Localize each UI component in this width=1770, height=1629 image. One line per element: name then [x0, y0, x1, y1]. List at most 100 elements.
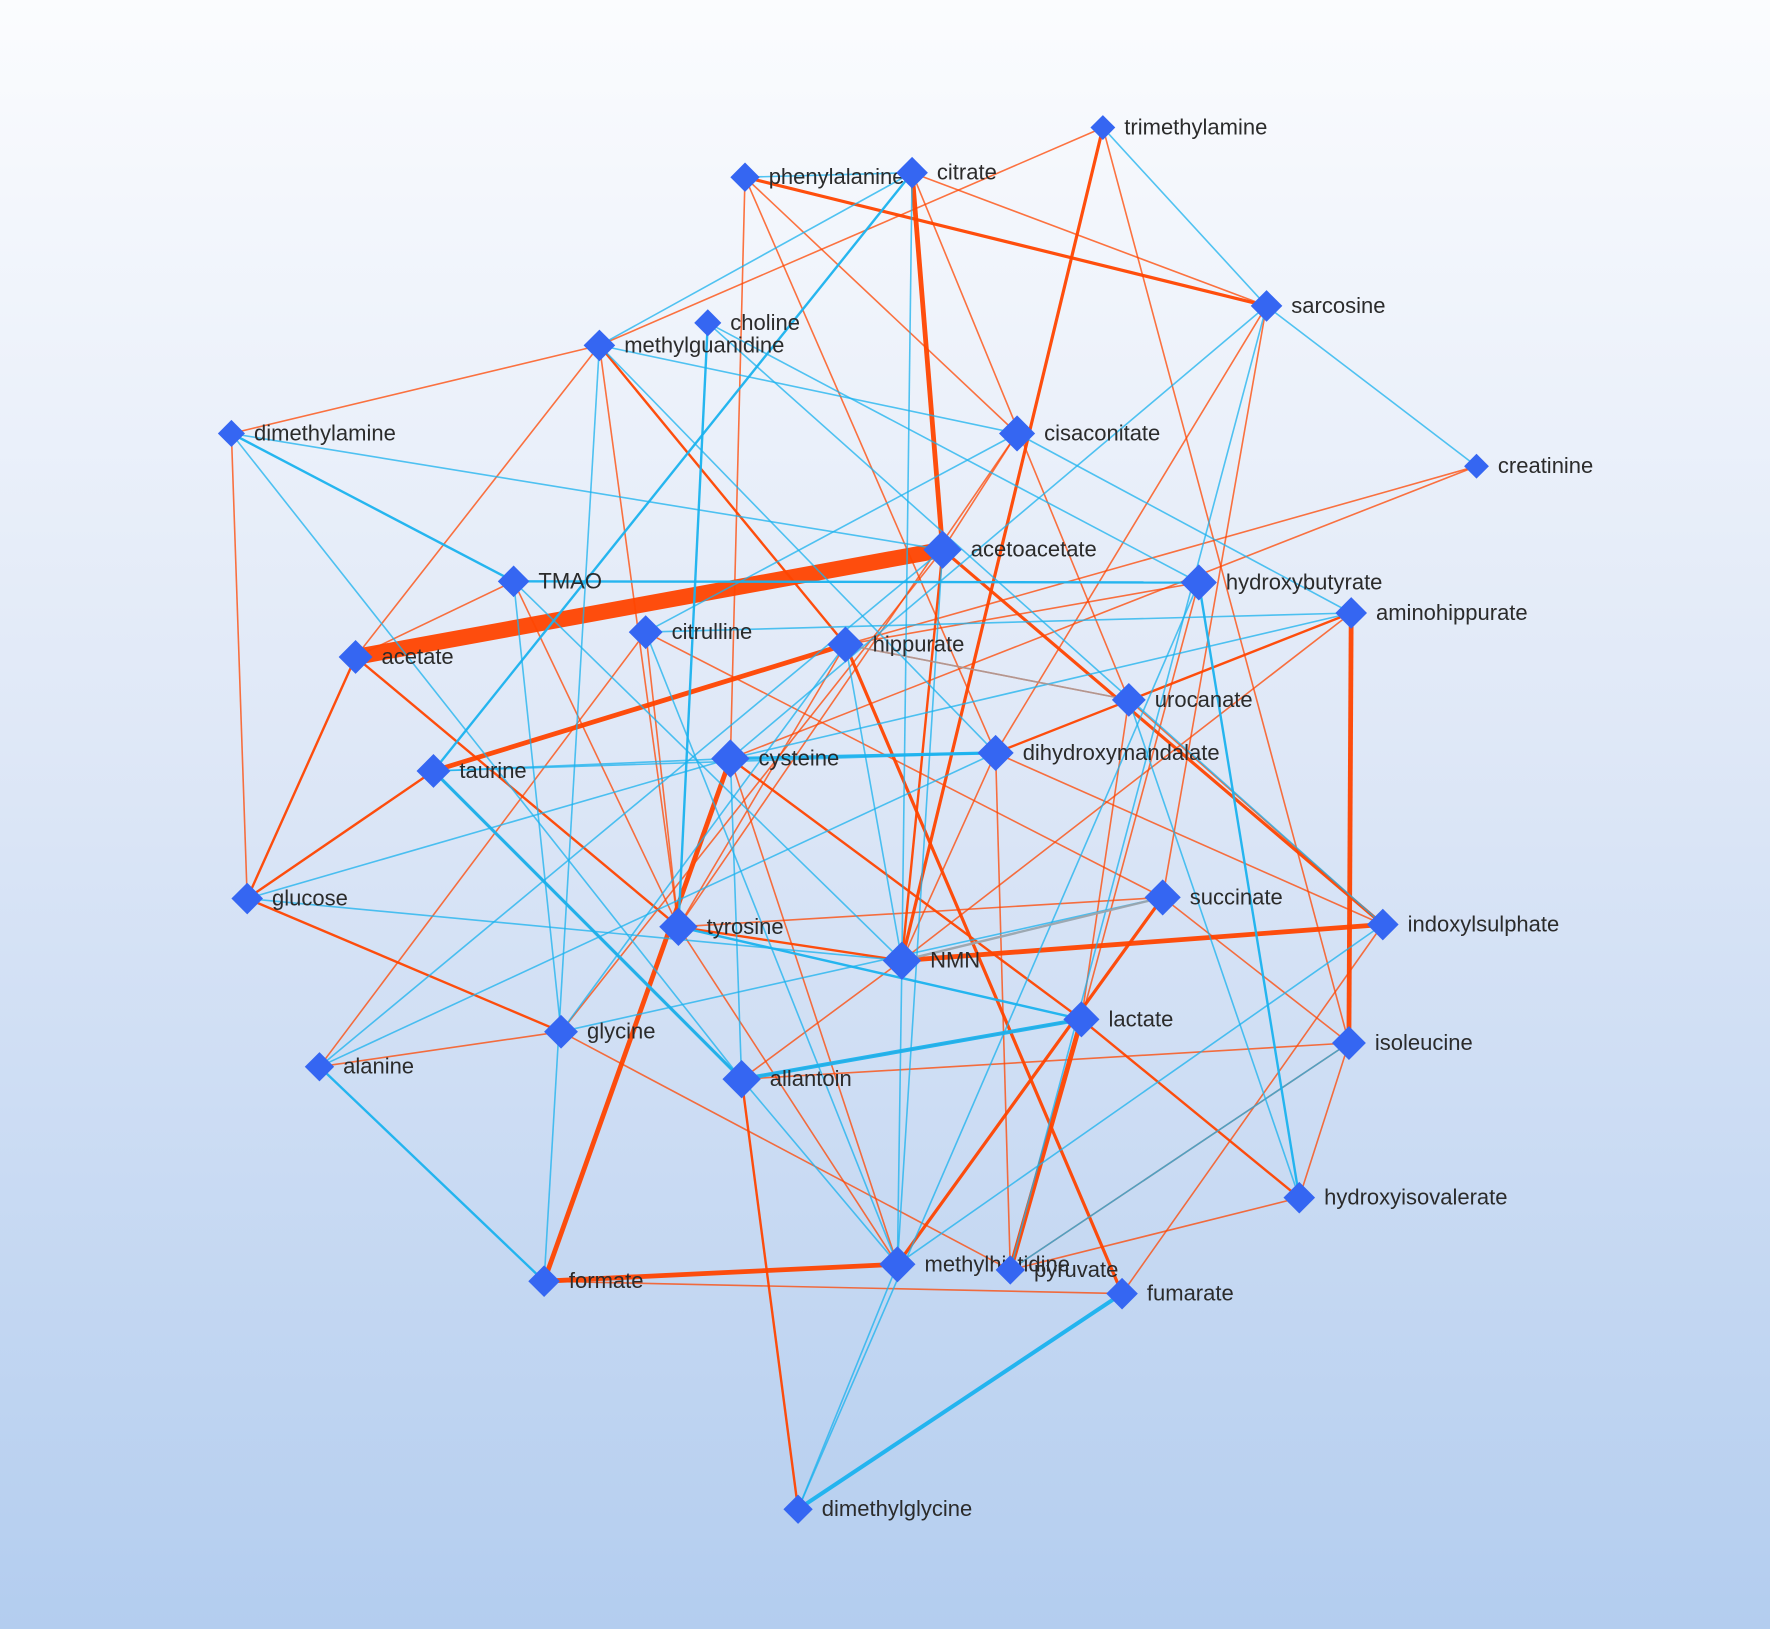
node-diamond-allantoin[interactable]: [722, 1059, 761, 1099]
node-trimethylamine[interactable]: trimethylamine: [1090, 115, 1267, 140]
node-tyrosine[interactable]: tyrosine: [659, 907, 784, 946]
node-dimethylamine[interactable]: dimethylamine: [217, 419, 396, 448]
node-diamond-phenylalanine[interactable]: [730, 162, 760, 192]
node-diamond-hydroxyisovalerate[interactable]: [1283, 1181, 1316, 1214]
node-diamond-creatinine[interactable]: [1464, 453, 1489, 479]
node-cysteine[interactable]: cysteine: [711, 739, 839, 778]
node-succinate[interactable]: succinate: [1144, 879, 1283, 916]
node-choline[interactable]: choline: [694, 309, 800, 337]
node-glycine[interactable]: glycine: [544, 1014, 655, 1049]
edge-taurine-hippurate: [432, 642, 847, 774]
node-diamond-citrulline[interactable]: [628, 615, 663, 650]
node-hydroxybutyrate[interactable]: hydroxybutyrate: [1180, 564, 1383, 601]
edge-methylguanidine-acetate: [354, 344, 601, 658]
node-diamond-dihydroxymandalate[interactable]: [977, 734, 1014, 771]
node-diamond-succinate[interactable]: [1144, 879, 1181, 916]
node-acetoacetate[interactable]: acetoacetate: [923, 530, 1097, 569]
node-methylguanidine[interactable]: methylguanidine: [583, 329, 785, 362]
node-creatinine[interactable]: creatinine: [1464, 453, 1593, 479]
node-diamond-urocanate[interactable]: [1111, 682, 1146, 717]
node-diamond-acetate[interactable]: [338, 640, 373, 674]
node-acetate[interactable]: acetate: [338, 640, 454, 674]
edge-acetoacetate-indoxylsulphate: [941, 548, 1384, 926]
node-diamond-trimethylamine[interactable]: [1090, 115, 1116, 140]
edge-aminohippurate-NMN: [901, 612, 1352, 962]
node-diamond-hippurate[interactable]: [827, 626, 864, 663]
edge-TMAO-hydroxybutyrate: [513, 580, 1199, 584]
node-lactate[interactable]: lactate: [1063, 1001, 1173, 1038]
node-taurine[interactable]: taurine: [416, 754, 527, 788]
edge-hippurate-glycine: [560, 644, 847, 1033]
node-phenylalanine[interactable]: phenylalanine: [730, 162, 904, 192]
node-methylhistidine[interactable]: methylhistidine: [879, 1246, 1070, 1283]
node-label-indoxylsulphate: indoxylsulphate: [1408, 912, 1560, 937]
node-label-acetoacetate: acetoacetate: [971, 537, 1097, 562]
node-citrate[interactable]: citrate: [896, 156, 997, 189]
node-diamond-acetoacetate[interactable]: [923, 530, 962, 569]
edge-dimethylamine-glucose: [230, 433, 248, 899]
edge-TMAO-NMN: [513, 580, 903, 962]
node-diamond-glucose[interactable]: [231, 882, 264, 915]
node-isoleucine[interactable]: isoleucine: [1332, 1026, 1473, 1060]
edge-TMAO-glycine: [512, 581, 562, 1032]
node-diamond-choline[interactable]: [694, 309, 722, 337]
node-diamond-glycine[interactable]: [544, 1014, 578, 1049]
node-allantoin[interactable]: allantoin: [722, 1059, 852, 1099]
node-pyruvate[interactable]: pyruvate: [995, 1255, 1119, 1285]
node-diamond-alanine[interactable]: [304, 1052, 335, 1082]
node-urocanate[interactable]: urocanate: [1111, 682, 1253, 717]
node-label-tyrosine: tyrosine: [707, 914, 784, 939]
node-diamond-pyruvate[interactable]: [995, 1255, 1025, 1285]
node-diamond-hydroxybutyrate[interactable]: [1180, 564, 1217, 601]
node-label-choline: choline: [730, 310, 800, 335]
node-label-formate: formate: [569, 1268, 644, 1293]
node-diamond-citrate[interactable]: [896, 156, 928, 189]
edge-dihydroxymandalate-aminohippurate: [995, 611, 1352, 755]
node-TMAO[interactable]: TMAO: [497, 565, 602, 598]
node-diamond-taurine[interactable]: [416, 754, 451, 788]
edge-acetate-acetoacetate: [354, 541, 945, 665]
node-diamond-NMN[interactable]: [882, 941, 922, 980]
node-NMN[interactable]: NMN: [882, 941, 980, 980]
node-label-citrulline: citrulline: [672, 619, 753, 644]
node-diamond-methylguanidine[interactable]: [583, 329, 616, 362]
node-diamond-indoxylsulphate[interactable]: [1367, 908, 1399, 941]
edge-aminohippurate-isoleucine: [1346, 612, 1354, 1044]
node-diamond-TMAO[interactable]: [497, 565, 530, 598]
node-dimethylglycine[interactable]: dimethylglycine: [783, 1494, 972, 1524]
edge-trimethylamine-sarcosine: [1102, 127, 1268, 307]
edge-citrate-NMN: [901, 172, 913, 961]
edge-glycine-pyruvate: [560, 1030, 1011, 1271]
node-diamond-cysteine[interactable]: [711, 739, 750, 778]
node-fumarate[interactable]: fumarate: [1106, 1277, 1234, 1310]
node-diamond-tyrosine[interactable]: [659, 907, 698, 946]
node-citrulline[interactable]: citrulline: [628, 615, 753, 650]
node-diamond-fumarate[interactable]: [1106, 1277, 1138, 1310]
node-aminohippurate[interactable]: aminohippurate: [1335, 597, 1528, 629]
node-diamond-sarcosine[interactable]: [1250, 290, 1283, 322]
edge-dimethylamine-allantoin: [230, 433, 743, 1080]
node-cisaconitate[interactable]: cisaconitate: [999, 415, 1160, 452]
node-alanine[interactable]: alanine: [304, 1052, 414, 1082]
node-indoxylsulphate[interactable]: indoxylsulphate: [1367, 908, 1560, 941]
node-diamond-dimethylglycine[interactable]: [783, 1494, 813, 1524]
edge-dihydroxymandalate-pyruvate: [994, 752, 1012, 1270]
edge-sarcosine-dihydroxymandalate: [994, 305, 1268, 754]
node-dihydroxymandalate[interactable]: dihydroxymandalate: [977, 734, 1220, 771]
node-label-succinate: succinate: [1190, 884, 1283, 909]
node-hydroxyisovalerate[interactable]: hydroxyisovalerate: [1283, 1181, 1508, 1214]
node-diamond-lactate[interactable]: [1063, 1001, 1100, 1038]
node-sarcosine[interactable]: sarcosine: [1250, 290, 1386, 322]
node-diamond-cisaconitate[interactable]: [999, 415, 1036, 452]
node-diamond-dimethylamine[interactable]: [217, 419, 245, 448]
edge-creatinine-hippurate: [845, 465, 1477, 646]
node-formate[interactable]: formate: [528, 1265, 644, 1298]
node-diamond-isoleucine[interactable]: [1332, 1026, 1366, 1060]
node-glucose[interactable]: glucose: [231, 882, 348, 915]
node-diamond-aminohippurate[interactable]: [1335, 597, 1368, 629]
node-hippurate[interactable]: hippurate: [827, 626, 964, 663]
node-diamond-formate[interactable]: [528, 1265, 560, 1298]
node-diamond-methylhistidine[interactable]: [879, 1246, 916, 1283]
edge-choline-hydroxybutyrate: [707, 322, 1200, 584]
